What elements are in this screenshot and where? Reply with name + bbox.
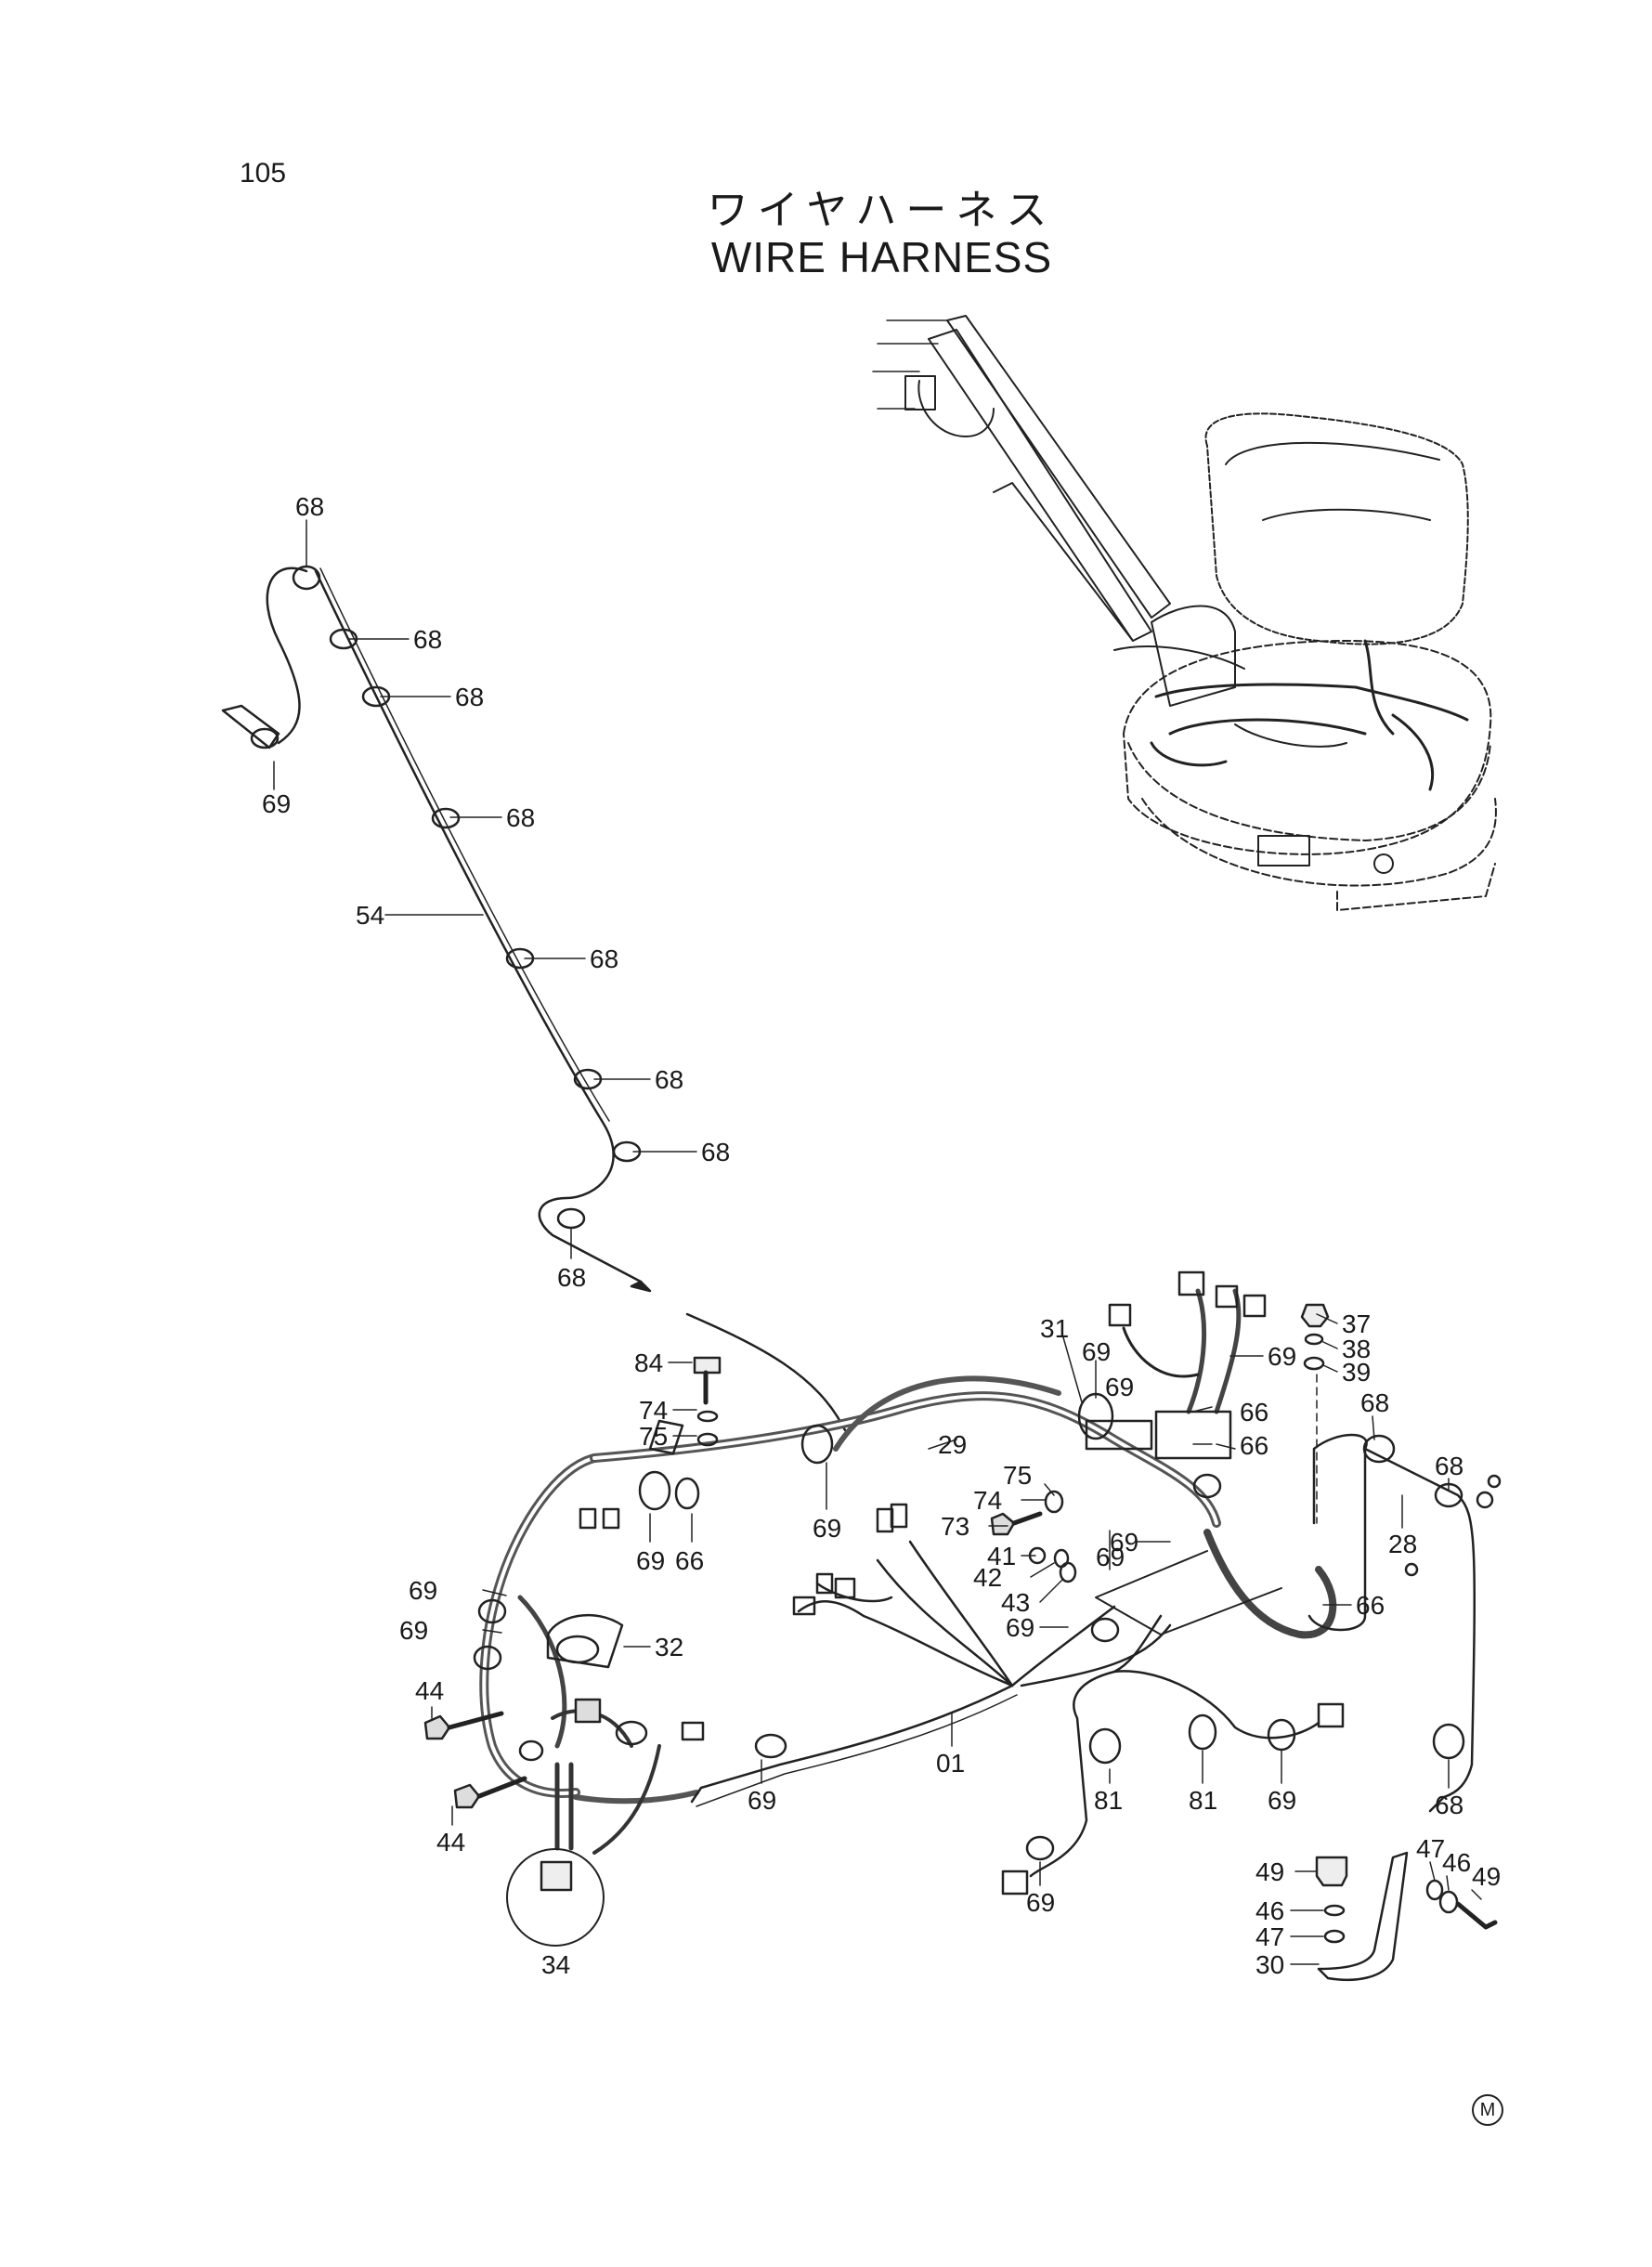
callout-75: 75 (1003, 1461, 1032, 1490)
harness-81 (1001, 1614, 1345, 1896)
callout-69: 69 (399, 1616, 428, 1645)
harness-28 (1307, 1433, 1502, 1813)
callout-30: 30 (1255, 1950, 1284, 1979)
callout-69: 69 (1082, 1337, 1111, 1366)
callout-49: 49 (1255, 1857, 1284, 1886)
callout-69: 69 (262, 789, 291, 818)
callout-47: 47 (1255, 1922, 1284, 1951)
callout-38: 38 (1342, 1335, 1371, 1363)
callout-69: 69 (1006, 1613, 1034, 1642)
callout-68: 68 (1360, 1388, 1389, 1417)
callout-39: 39 (1342, 1358, 1371, 1387)
title-english: WIRE HARNESS (710, 233, 1053, 281)
callout-68: 68 (506, 803, 535, 832)
callout-46: 46 (1255, 1896, 1284, 1925)
callout-66: 66 (1240, 1431, 1268, 1460)
callout-69: 69 (1026, 1888, 1055, 1917)
main-harness (423, 1270, 1337, 1947)
callout-68: 68 (590, 945, 618, 973)
callout-84: 84 (634, 1348, 663, 1377)
callout-69: 69 (1110, 1528, 1138, 1557)
callout-66: 66 (1240, 1398, 1268, 1427)
callout-44: 44 (415, 1676, 444, 1705)
callout-74: 74 (973, 1486, 1002, 1515)
callout-73: 73 (941, 1512, 969, 1541)
callout-69: 69 (813, 1514, 841, 1543)
callout-43: 43 (1001, 1588, 1030, 1617)
callout-69: 69 (409, 1576, 437, 1605)
callout-47: 47 (1416, 1834, 1445, 1863)
callout-69: 69 (1268, 1342, 1296, 1371)
callout-69: 69 (1096, 1543, 1125, 1571)
callout-44: 44 (436, 1828, 465, 1857)
harness-54 (221, 565, 652, 1293)
m-mark: M (1472, 2094, 1503, 2126)
leader-lines (273, 519, 1482, 1965)
fasteners (693, 1303, 1330, 1583)
callout-75: 75 (639, 1422, 668, 1451)
excavator-overview (872, 315, 1497, 911)
callout-42: 42 (973, 1563, 1002, 1592)
bracket-30 (1315, 1851, 1498, 1982)
callout-54: 54 (356, 901, 384, 930)
callout-68: 68 (1435, 1791, 1463, 1819)
callout-68: 68 (295, 492, 324, 521)
callout-37: 37 (1342, 1309, 1371, 1338)
callout-68: 68 (455, 683, 484, 711)
callout-68: 68 (701, 1138, 730, 1166)
callout-46: 46 (1442, 1848, 1471, 1877)
callout-69: 69 (636, 1546, 665, 1575)
callout-68: 68 (655, 1065, 683, 1094)
callout-28: 28 (1388, 1530, 1417, 1558)
callout-68: 68 (1435, 1452, 1463, 1480)
callout-31: 31 (1040, 1314, 1069, 1343)
callout-68: 68 (413, 625, 442, 654)
callout-81: 81 (1189, 1786, 1217, 1815)
callout-32: 32 (655, 1633, 683, 1661)
callout-34: 34 (541, 1950, 570, 1979)
callout-69: 69 (748, 1786, 776, 1815)
page-number: 105 (240, 158, 287, 189)
harness-01 (681, 1503, 1282, 1807)
callout-69: 69 (1105, 1373, 1134, 1401)
callout-66: 66 (1356, 1591, 1385, 1620)
callout-68: 68 (557, 1263, 586, 1292)
callout-29: 29 (938, 1430, 967, 1459)
callout-01: 01 (936, 1749, 965, 1778)
callout-74: 74 (639, 1396, 668, 1425)
callout-69: 69 (1268, 1786, 1296, 1815)
callout-41: 41 (987, 1542, 1016, 1570)
callout-66: 66 (675, 1546, 704, 1575)
callout-labels: 68 68 68 69 68 54 68 68 68 68 31 69 69 8… (262, 492, 1501, 1979)
title-japanese: ワイヤハーネス (707, 187, 1057, 234)
callout-81: 81 (1094, 1786, 1123, 1815)
callout-49: 49 (1472, 1862, 1501, 1891)
